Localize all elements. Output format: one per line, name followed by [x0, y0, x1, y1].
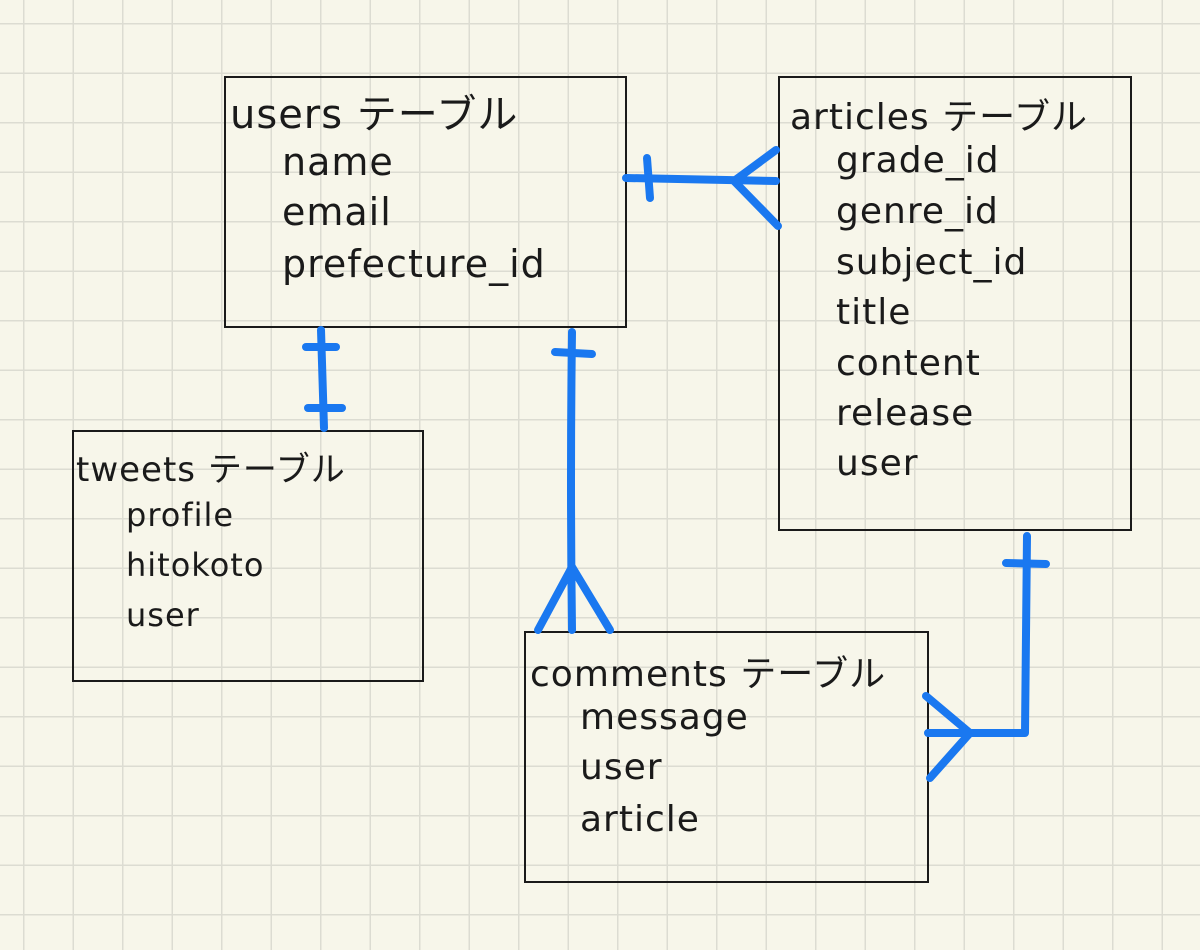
- users-field-name: name: [282, 140, 394, 184]
- users-comments-line: [567, 328, 576, 634]
- comments-field-article: article: [580, 799, 700, 840]
- users-one-mark: [643, 154, 654, 202]
- articles-field-subject-id: subject_id: [836, 242, 1028, 283]
- users-one-mark-comments: [551, 348, 596, 358]
- articles-table: articles テーブル grade_id genre_id subject_…: [778, 76, 1132, 531]
- tweets-field-profile: profile: [126, 496, 235, 534]
- comments-table: comments テーブル message user article: [524, 631, 929, 883]
- users-field-email: email: [282, 190, 392, 234]
- users-table-title: users テーブル: [230, 92, 519, 138]
- articles-one-mark: [1002, 559, 1050, 568]
- tweets-field-hitokoto: hitokoto: [126, 546, 265, 584]
- articles-field-grade-id: grade_id: [836, 140, 1000, 181]
- articles-field-user: user: [836, 443, 919, 484]
- relation-articles-comments: [922, 532, 1050, 782]
- users-table: users テーブル name email prefecture_id: [224, 76, 627, 328]
- articles-field-genre-id: genre_id: [836, 191, 999, 232]
- comments-field-message: message: [580, 697, 749, 738]
- comments-crowfoot: [534, 563, 614, 634]
- tweets-table: tweets テーブル profile hitokoto user: [72, 430, 424, 682]
- articles-field-title: title: [836, 292, 912, 333]
- relation-users-comments: [534, 328, 614, 634]
- comments-field-user: user: [580, 747, 663, 788]
- tweets-field-user: user: [126, 596, 200, 634]
- relation-users-articles: [622, 146, 782, 230]
- articles-field-content: content: [836, 343, 981, 384]
- relation-users-tweets: [302, 326, 346, 432]
- articles-table-title: articles テーブル: [790, 97, 1088, 138]
- articles-crowfoot: [730, 146, 782, 230]
- comments-table-title: comments テーブル: [530, 654, 887, 695]
- articles-comments-line: [924, 532, 1031, 737]
- tweets-table-title: tweets テーブル: [76, 450, 346, 490]
- users-field-prefecture-id: prefecture_id: [282, 242, 546, 286]
- articles-field-release: release: [836, 393, 975, 434]
- comments-crowfoot-articles: [922, 692, 974, 782]
